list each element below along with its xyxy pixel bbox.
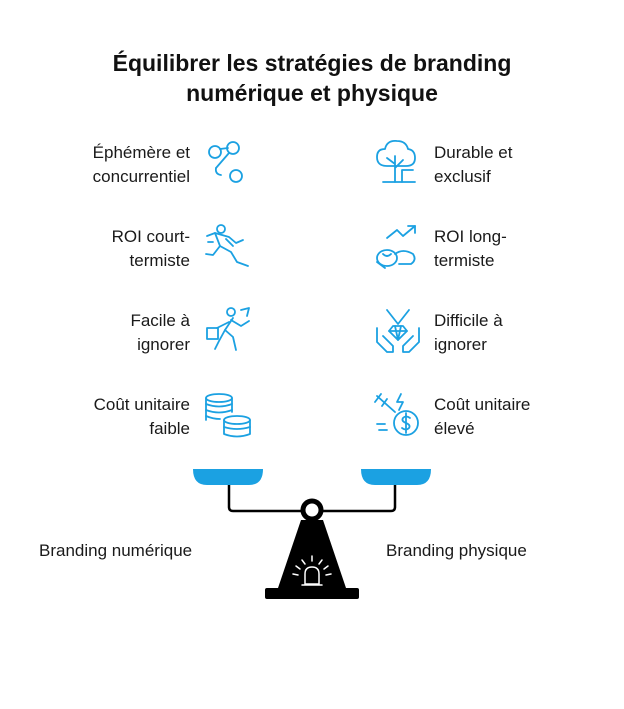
right-item-label: exclusif: [434, 167, 491, 186]
title-line-1: Équilibrer les stratégies de branding: [112, 50, 512, 76]
left-item-label: concurrentiel: [92, 167, 190, 186]
scale-base: [265, 588, 359, 599]
running-person-icon: [203, 222, 253, 272]
right-item-label: termiste: [434, 251, 495, 270]
left-item-label: Facile à: [130, 311, 190, 330]
digital-branding-label: Branding numérique: [39, 541, 193, 560]
left-item-easy-ignore: Facile à ignorer: [130, 309, 190, 357]
page-title: Équilibrer les stratégies de branding nu…: [0, 48, 624, 108]
left-item-short-roi: ROI court- termiste: [112, 225, 190, 273]
chain-link-icon: [203, 138, 253, 188]
right-item-label: ignorer: [434, 335, 487, 354]
left-item-label: ROI court-: [111, 227, 190, 246]
right-item-hard-ignore: Difficile à ignorer: [434, 309, 503, 357]
growth-investment-icon: [373, 222, 423, 272]
hands-holding-gem-icon: [373, 306, 423, 356]
scale-stand: [278, 520, 346, 588]
right-scale-pan: [361, 469, 431, 485]
right-item-label: ROI long-: [434, 227, 507, 246]
right-item-label: élevé: [434, 419, 475, 438]
left-item-low-cost: Coût unitaire faible: [94, 393, 190, 441]
right-item-long-roi: ROI long- termiste: [434, 225, 507, 273]
tree-icon: [373, 138, 423, 188]
left-item-label: Éphémère et: [92, 143, 190, 162]
right-item-label: Coût unitaire: [434, 395, 531, 414]
alarm-light-icon: [292, 555, 332, 586]
left-scale-pan: [193, 469, 263, 485]
right-item-label: Difficile à: [434, 311, 503, 330]
physical-branding-label: Branding physique: [386, 541, 527, 560]
coin-stacks-icon: [203, 390, 253, 440]
left-item-label: faible: [149, 419, 190, 438]
left-item-ephemeral: Éphémère et concurrentiel: [93, 141, 190, 189]
person-walking-away-icon: [203, 306, 253, 356]
title-line-2: numérique et physique: [186, 80, 438, 106]
right-item-high-cost: Coût unitaire élevé: [434, 393, 530, 441]
scale-pivot: [300, 498, 324, 522]
right-item-label: Durable et: [434, 143, 513, 162]
left-item-label: ignorer: [137, 335, 190, 354]
right-item-durable: Durable et exclusif: [434, 141, 512, 189]
rising-cost-icon: [373, 390, 423, 440]
left-item-label: Coût unitaire: [93, 395, 190, 414]
left-item-label: termiste: [129, 251, 190, 270]
